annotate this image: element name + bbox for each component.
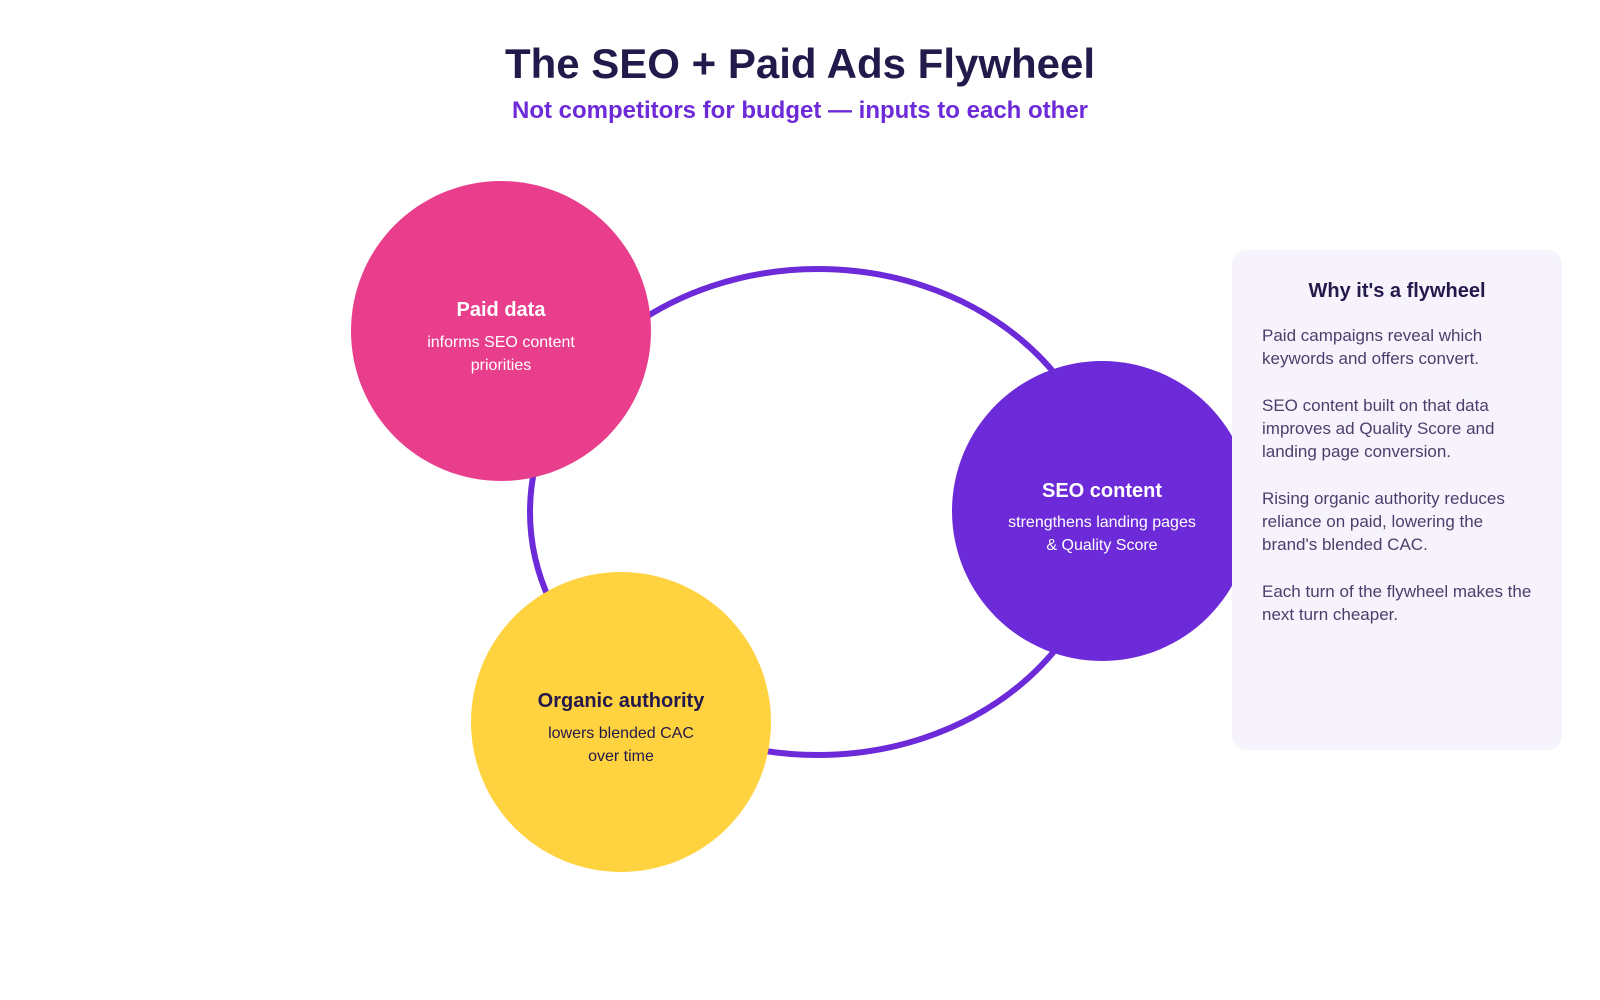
panel-paragraph-3: Rising organic authority reduces relianc… <box>1262 489 1505 554</box>
panel-paragraph-1: Paid campaigns reveal which keywords and… <box>1262 326 1483 368</box>
seo-content-title: SEO content <box>1042 480 1162 502</box>
node-organic-authority: Organic authority lowers blended CAC ove… <box>471 572 771 872</box>
panel-paragraph-2: SEO content built on that data improves … <box>1262 396 1495 461</box>
organic-authority-title: Organic authority <box>538 690 706 712</box>
seo-content-circle <box>952 361 1252 661</box>
page-subtitle: Not competitors for budget — inputs to e… <box>512 97 1088 124</box>
paid-data-circle <box>351 181 651 481</box>
paid-data-desc-line-1: informs SEO content <box>427 334 575 351</box>
organic-authority-circle <box>471 572 771 872</box>
seo-content-desc-line-2: & Quality Score <box>1046 537 1157 554</box>
panel-title: Why it's a flywheel <box>1308 280 1486 302</box>
paid-data-desc-line-2: priorities <box>471 357 531 374</box>
organic-authority-desc-line-2: over time <box>588 748 654 765</box>
node-paid-data: Paid data informs SEO content priorities <box>351 181 651 481</box>
paid-data-title: Paid data <box>457 299 547 321</box>
node-seo-content: SEO content strengthens landing pages & … <box>952 361 1252 661</box>
flywheel-explanation-panel: Why it's a flywheel Paid campaigns revea… <box>1232 250 1562 750</box>
page-title: The SEO + Paid Ads Flywheel <box>504 40 1096 87</box>
organic-authority-desc-line-1: lowers blended CAC <box>548 725 694 742</box>
panel-paragraph-4: Each turn of the flywheel makes the next… <box>1262 582 1532 624</box>
seo-content-desc-line-1: strengthens landing pages <box>1008 514 1196 531</box>
